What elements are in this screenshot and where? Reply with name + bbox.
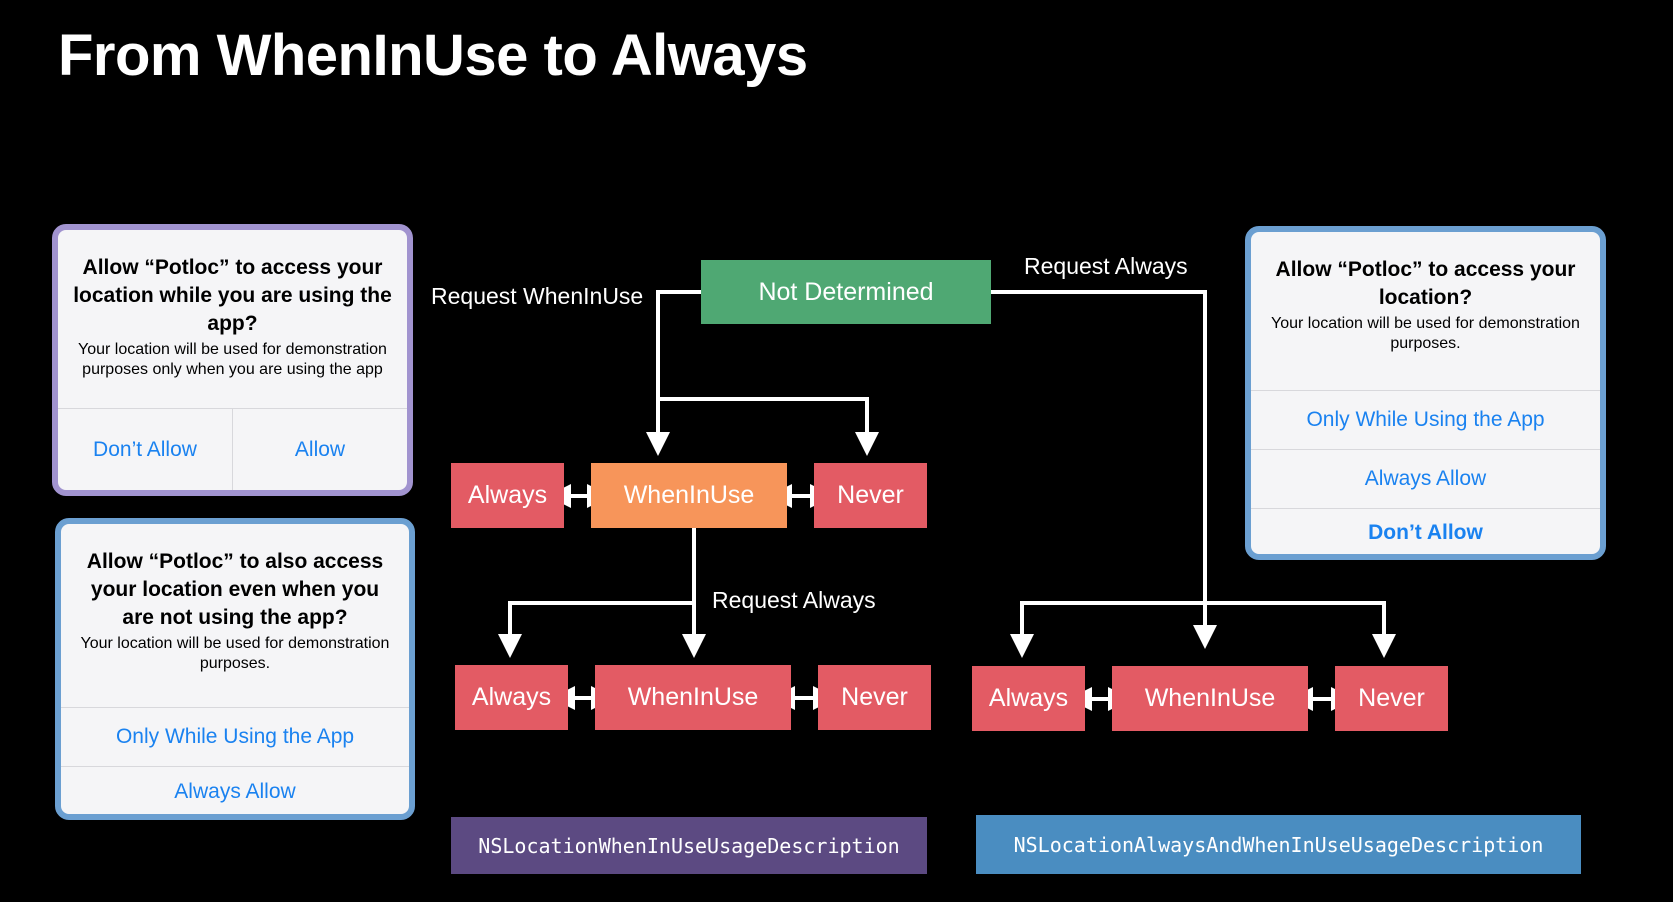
row2-never-state: Never	[818, 665, 931, 730]
label-request-wheninuse: Request WhenInUse	[431, 283, 644, 309]
alert-title: Allow “Potloc” to also access your locat…	[86, 550, 384, 629]
not-determined-state: Not Determined	[701, 260, 991, 324]
alert-always: Allow “Potloc” to access your location? …	[1245, 226, 1606, 560]
request-always-connector	[991, 290, 1217, 649]
row3-wheninuse-state: WhenInUse	[1112, 666, 1308, 731]
request-wheninuse-connector	[646, 290, 701, 456]
row1-never-state: Never	[814, 463, 927, 528]
always-allow-button[interactable]: Always Allow	[1251, 449, 1600, 508]
dont-allow-button[interactable]: Don’t Allow	[93, 438, 197, 461]
row2-wheninuse-state: WhenInUse	[595, 665, 791, 730]
label-request-always-mid: Request Always	[712, 587, 876, 613]
alert-message: Your location will be used for demonstra…	[80, 635, 390, 672]
row1-wheninuse-state: WhenInUse	[591, 463, 787, 528]
alert-title: Allow “Potloc” to access your location?	[1275, 258, 1576, 309]
row3-never-state: Never	[1335, 666, 1448, 731]
allow-button[interactable]: Allow	[232, 409, 407, 490]
row1-never-connector	[658, 397, 879, 456]
row3-always-state: Always	[972, 666, 1085, 731]
plist-key-wheninuse: NSLocationWhenInUseUsageDescription	[451, 817, 927, 874]
alert-message: Your location will be used for demonstra…	[1271, 315, 1580, 352]
alert-title: Allow “Potloc” to access your location w…	[73, 256, 392, 335]
page-title: From WhenInUse to Always	[58, 23, 808, 88]
alert-message: Your location will be used for demonstra…	[78, 341, 387, 378]
row3-always-connector	[1010, 601, 1205, 658]
label-request-always-top: Request Always	[1024, 253, 1188, 279]
always-allow-button[interactable]: Always Allow	[61, 766, 409, 814]
row2-always-connector	[498, 601, 694, 658]
row2-always-state: Always	[455, 665, 568, 730]
alert-upgrade-always: Allow “Potloc” to also access your locat…	[55, 518, 415, 820]
alert-when-in-use: Allow “Potloc” to access your location w…	[52, 224, 413, 496]
only-while-using-button[interactable]: Only While Using the App	[61, 707, 409, 766]
plist-key-always: NSLocationAlwaysAndWhenInUseUsageDescrip…	[976, 815, 1581, 874]
only-while-using-button[interactable]: Only While Using the App	[1251, 390, 1600, 449]
row3-never-connector	[1205, 601, 1396, 658]
dont-allow-button[interactable]: Don’t Allow	[1251, 508, 1600, 554]
row1-always-state: Always	[451, 463, 564, 528]
